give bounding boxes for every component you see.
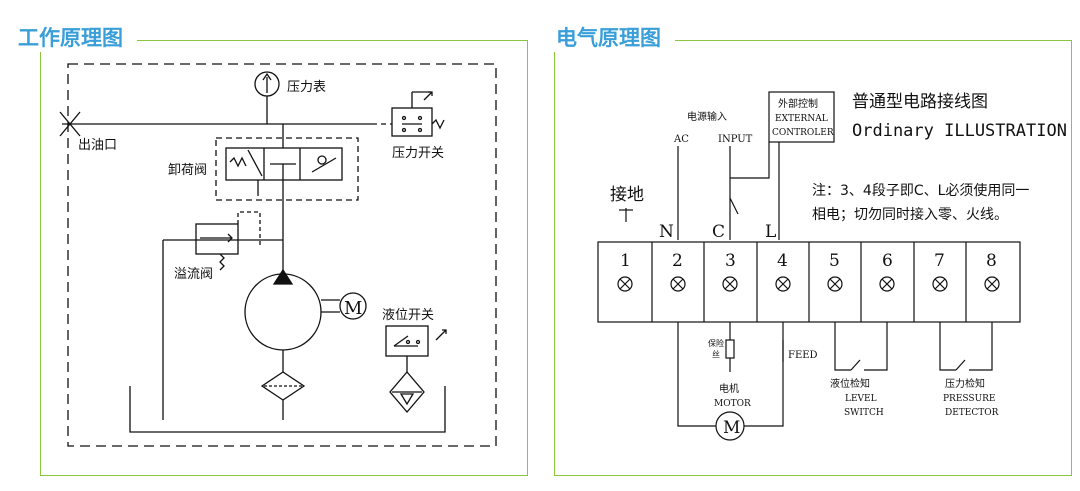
ground-label: 接地 [610,185,644,205]
heading-cn: 普通型电路接线图 [852,92,988,112]
terminal-number: 6 [882,251,893,271]
input-label: INPUT [718,134,753,145]
note-line-1: 注：3、4段子即C、L必须使用同一 [812,182,1029,199]
outlet-cross-symbol [59,111,81,137]
motor-en-label: MOTOR [714,399,751,409]
terminal-number: 1 [620,251,631,271]
pump-symbol [244,268,322,372]
unload-valve-symbol [215,124,359,201]
electrical-panel-title: 电气原理图 [546,24,675,52]
level-cn-label: 液位检知 [830,377,870,390]
fuse-label-2: 丝 [712,349,720,359]
external-contact [729,197,739,215]
pressure-gauge-symbol [254,71,280,124]
relief-valve-label: 溢流阀 [174,267,213,282]
electrical-schematic: 普通型电路接线图 Ordinary ILLUSTRATION 电源输入 AC I… [597,91,1067,441]
gauge-label: 压力表 [287,80,326,95]
feed-label: FEED [788,350,818,361]
heading-en: Ordinary ILLUSTRATION [852,121,1067,141]
hydraulic-panel-title: 工作原理图 [8,24,137,52]
wire-label-l: L [765,222,776,242]
terminal-number: 3 [725,251,736,271]
level-switch-label: 液位开关 [382,308,434,323]
outlet-label: 出油口 [78,138,117,153]
terminal-number: 7 [934,251,945,271]
terminal-numbers: 1 2 3 4 5 6 7 8 [620,251,997,271]
power-input-label: 电源输入 [687,110,727,123]
pressure-switch-symbol [391,91,445,137]
pressure-detector-circuit [939,322,993,371]
external-en: EXTERNAL [775,114,828,124]
hydraulic-schematic: 压力表 出油口 压力开关 卸荷阀 溢流阀 [59,63,497,447]
electrical-panel [554,40,1072,476]
relief-valve-symbol [162,211,261,420]
pressure-cn-label: 压力检知 [945,377,985,390]
terminal-number: 5 [829,251,840,271]
tank-outline [129,386,446,433]
external-controller-box [768,91,835,143]
terminal-number: 4 [777,251,788,271]
terminal-number: 8 [986,251,997,271]
pressure-en-label: PRESSURE [943,394,996,404]
level-en-label-2: SWITCH [844,408,884,418]
hydraulic-panel [40,40,528,476]
level-switch-circuit [834,322,888,371]
ac-label: AC [673,134,689,145]
motor-label: M [344,298,362,319]
fuse-label: 保险 [708,338,724,348]
wire-label-n: N [659,222,674,242]
motor-letter: M [723,418,740,438]
terminal-number: 2 [672,251,683,271]
tank-boundary [67,63,497,447]
wire-label-c: C [712,222,725,242]
fuse-symbol [725,339,735,359]
terminal-block [597,241,1021,323]
level-switch-symbol [385,325,447,414]
unload-valve-label: 卸荷阀 [168,162,207,178]
note-line-2: 相电；切勿同时接入零、火线。 [812,206,1008,223]
ground-symbol [619,208,633,222]
level-en-label: LEVEL [845,394,877,404]
pressure-en-label-2: DETECTOR [945,408,999,418]
motor-symbol [339,292,367,320]
motor-cn-label: 电机 [719,382,739,395]
motor-symbol [715,411,745,441]
external-cn: 外部控制 [778,97,818,110]
pressure-switch-label: 压力开关 [392,146,444,161]
filter-symbol [260,371,306,420]
terminal-screws [617,276,1000,292]
external-en-2: CONTROLER [772,128,834,138]
